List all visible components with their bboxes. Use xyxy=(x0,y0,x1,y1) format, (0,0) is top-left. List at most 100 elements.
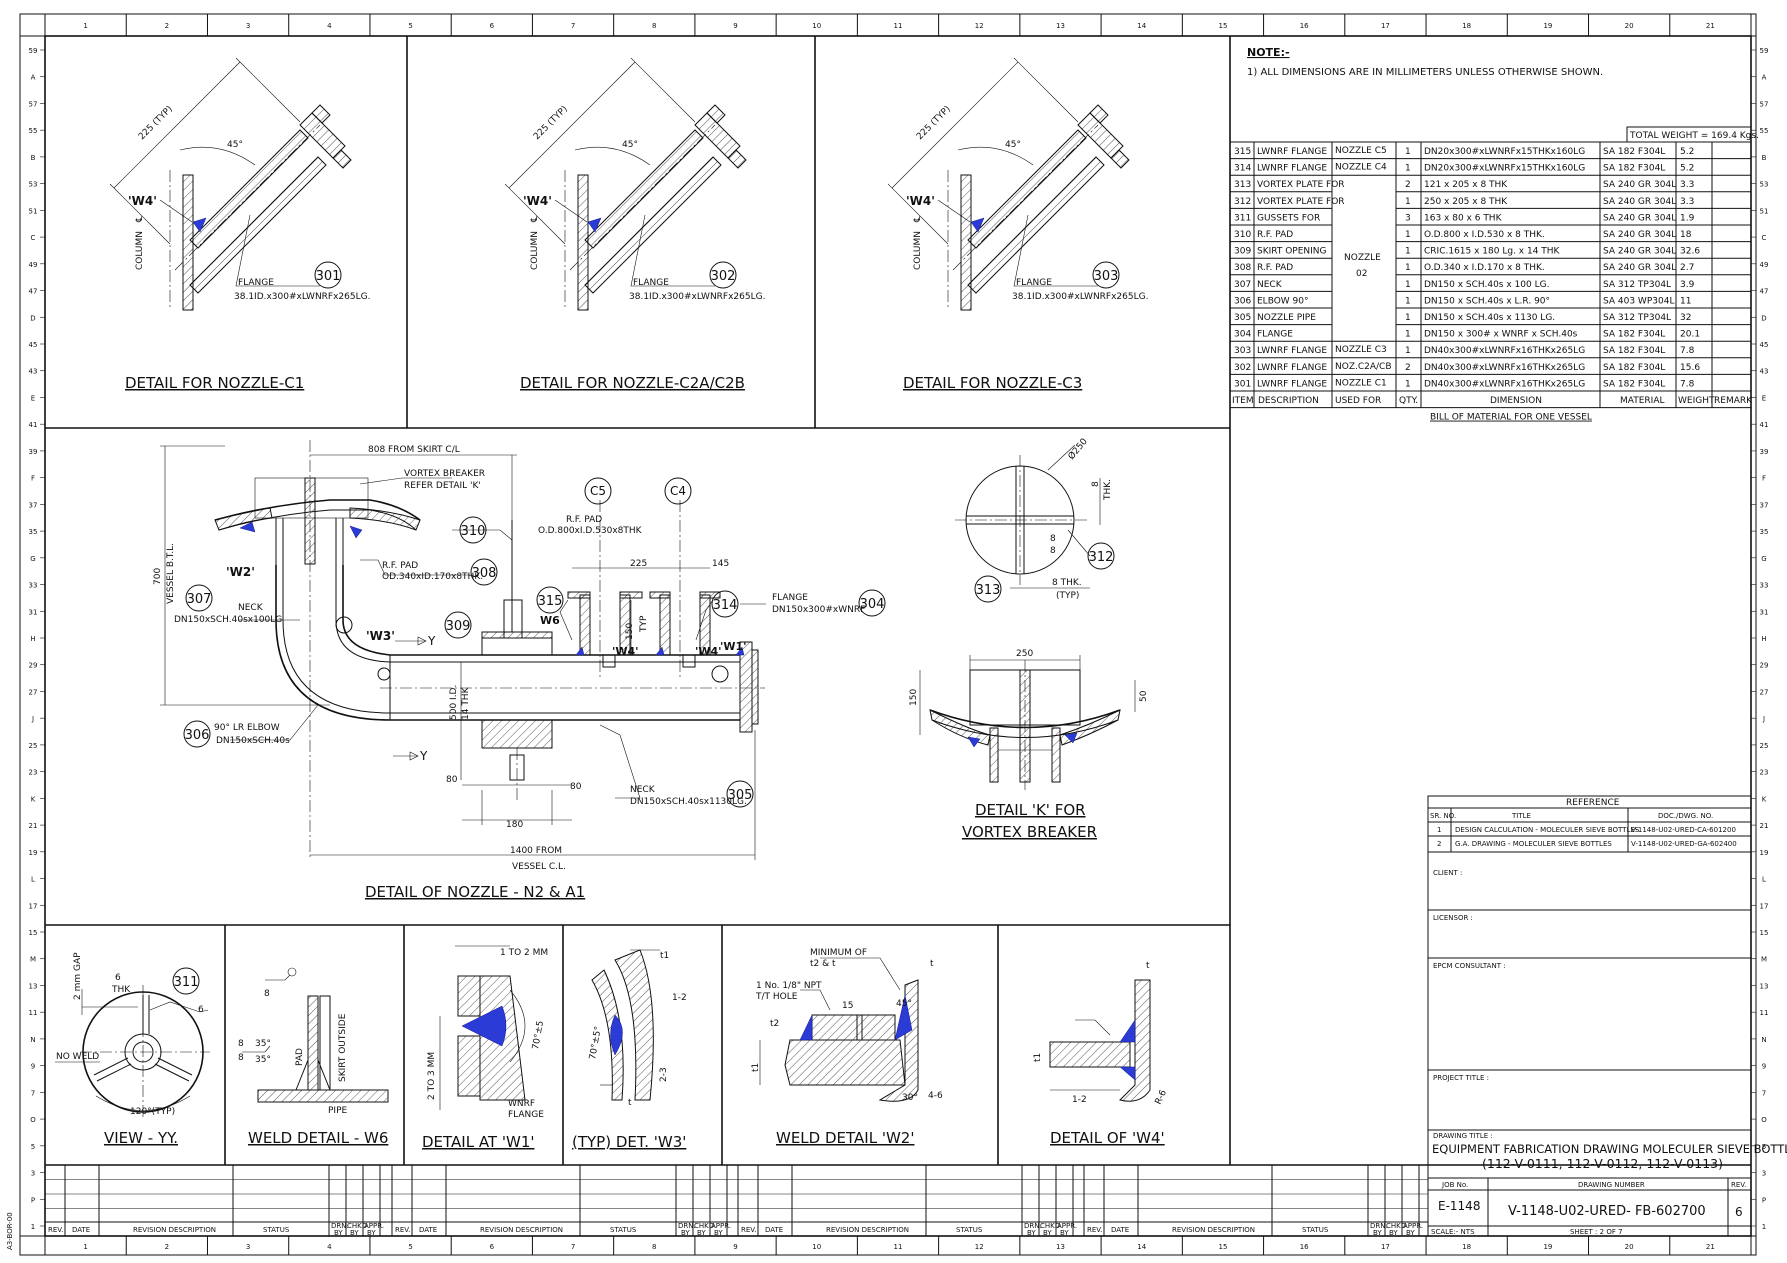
w1-title: DETAIL AT 'W1' xyxy=(422,1133,535,1151)
nozzle-weld-label: 'W4' xyxy=(906,194,935,208)
bom-qty: 1 xyxy=(1405,379,1411,389)
grid-row-left-label: 53 xyxy=(29,181,38,189)
bom-weight: 15.6 xyxy=(1680,363,1700,373)
rev-col-rev: REV. xyxy=(395,1226,410,1234)
nozzle-flange-label: FLANGE xyxy=(1016,278,1052,288)
bom-dimension: DN150 x SCH.40s x 100 LG. xyxy=(1424,280,1549,290)
rev-col-by: BY xyxy=(350,1229,359,1237)
grid-col-bottom-label: 15 xyxy=(1218,1243,1227,1251)
view-yy: 2 mm GAP 6 THK 6 NO WELD 120°(TYP) 311 V… xyxy=(55,952,210,1147)
yy-callout: 311 xyxy=(172,967,200,995)
nozzle-dim-225: 225 (TYP) xyxy=(532,104,570,142)
w6-eight-3: 8 xyxy=(238,1053,244,1063)
dim-700: 700 xyxy=(153,568,163,585)
bom-dimension: 250 x 205 x 8 THK xyxy=(1424,197,1508,207)
vortex-breaker-label: VORTEX BREAKER xyxy=(404,469,485,479)
dim-14-thk: 14 THK xyxy=(461,686,471,720)
grid-row-left-label: K xyxy=(31,795,36,803)
nozzle-column-label: COLUMN xyxy=(913,231,923,270)
bom-item: 309 xyxy=(1234,247,1251,257)
w4-rr: R-6 xyxy=(1154,1088,1169,1106)
item-callout-311: 311 xyxy=(174,975,199,990)
yy-gap: 2 mm GAP xyxy=(73,952,83,1000)
item-callout-306: 306 xyxy=(185,728,210,743)
rf-pad-spec-310: O.D.800xI.D.530x8THK xyxy=(538,526,643,536)
rev-col-signoff: CHKD. xyxy=(1040,1222,1062,1230)
typ-detail-w3: t1 70°±5° 1-2 2-3 t (TYP) DET. 'W3' xyxy=(572,949,687,1151)
grid-row-right-label: O xyxy=(1761,1116,1767,1124)
bom-item: 303 xyxy=(1234,346,1251,356)
grid-col-bottom-label: 5 xyxy=(408,1243,412,1251)
rev-col-rev: REV. xyxy=(741,1226,756,1234)
w1-gap: 1 TO 2 MM xyxy=(500,948,548,958)
grid-row-right-label: 19 xyxy=(1760,849,1769,857)
bom-material: SA 240 GR 304L xyxy=(1603,263,1676,273)
w6-angle-2: 35° xyxy=(255,1055,271,1065)
w2-t2t: t2 & t xyxy=(810,959,836,969)
w2-title: WELD DETAIL 'W2' xyxy=(776,1129,914,1147)
grid-col-bottom-label: 17 xyxy=(1381,1243,1390,1251)
bom-material: SA 403 WP304L xyxy=(1603,296,1674,306)
grid-row-right-label: 11 xyxy=(1760,1009,1769,1017)
grid-row-right-label: N xyxy=(1761,1036,1766,1044)
grid-col-top-label: 10 xyxy=(812,22,821,30)
weld-w3-label: 'W3' xyxy=(366,629,395,643)
rev-col-by: BY xyxy=(697,1229,706,1237)
w2-min: MINIMUM OF xyxy=(810,948,867,958)
grid-row-right-label: 7 xyxy=(1762,1089,1766,1097)
grid-row-left-label: 43 xyxy=(29,368,38,376)
rev-col-signoff: CHKD. xyxy=(1386,1222,1408,1230)
item-callout-313: 313 xyxy=(976,583,1001,598)
bom-header-cell: ITEM xyxy=(1232,396,1254,406)
bom-material: SA 182 F304L xyxy=(1603,147,1665,157)
bom-weight: 5.2 xyxy=(1680,147,1694,157)
vessel-cl-label: VESSEL C.L. xyxy=(512,862,566,872)
tb-drawing-title-1: EQUIPMENT FABRICATION DRAWING MOLECULER … xyxy=(1432,1142,1787,1156)
bom-desc: NECK xyxy=(1257,280,1283,290)
ref-row1-sr: 1 xyxy=(1437,826,1441,834)
grid-col-top-label: 9 xyxy=(733,22,737,30)
detail-at-w1: 1 TO 2 MM 2 TO 3 MM 70°±5 WNRF FLANGE DE… xyxy=(422,945,548,1151)
bom-desc: LWNRF FLANGE xyxy=(1257,379,1327,389)
rf-pad-label-308: R.F. PAD xyxy=(382,561,418,571)
item-callout-312: 312 xyxy=(1089,550,1114,565)
nozzle-tag-c4: C4 xyxy=(670,484,686,498)
grid-col-bottom-label: 20 xyxy=(1625,1243,1634,1251)
nozzle-item-callout-circle xyxy=(314,261,342,289)
item-callout-304: 304 xyxy=(860,597,885,612)
bom-qty: 2 xyxy=(1405,363,1411,373)
bom-desc: ELBOW 90° xyxy=(1257,296,1309,306)
bom-dimension: DN150 x 300# x WNRF x SCH.40s xyxy=(1424,330,1578,340)
nozzle-angle: 45° xyxy=(622,140,638,150)
neck-label-307: NECK xyxy=(238,603,264,613)
grid-row-right-label: 37 xyxy=(1760,501,1769,509)
bom-item: 304 xyxy=(1234,330,1251,340)
bom-qty: 1 xyxy=(1405,263,1411,273)
grid-row-left-label: A xyxy=(31,74,36,82)
rev-col-desc: REVISION DESCRIPTION xyxy=(1172,1226,1255,1234)
rev-col-status: STATUS xyxy=(610,1226,637,1234)
rev-col-by: BY xyxy=(1043,1229,1052,1237)
detail-k-dim-150: 150 xyxy=(909,689,919,706)
grid-col-top-label: 8 xyxy=(652,22,656,30)
grid-row-right-label: 25 xyxy=(1760,742,1769,750)
tb-dwg-label: DRAWING NUMBER xyxy=(1578,1181,1645,1189)
nozzle-tag-c5: C5 xyxy=(590,484,606,498)
bom-weight: 11 xyxy=(1680,296,1691,306)
dim-145: 145 xyxy=(712,559,729,569)
w3-title: (TYP) DET. 'W3' xyxy=(572,1133,686,1151)
vortex-dia: Ø250 xyxy=(1066,436,1090,462)
nozzle-flange-spec: 38.1ID.x300#xLWNRFx265LG. xyxy=(234,292,370,302)
grid-row-right-label: 1 xyxy=(1762,1223,1766,1231)
bom-header-cell: QTY. xyxy=(1399,396,1418,406)
nozzle-detail-title: DETAIL FOR NOZZLE-C3 xyxy=(903,374,1082,392)
weld-w6-label: W6 xyxy=(540,614,560,627)
nozzle-cl-symbol: ℄ xyxy=(530,216,540,223)
bom-item: 301 xyxy=(1234,379,1251,389)
grid-row-left-label: 9 xyxy=(31,1063,35,1071)
main-detail-title: DETAIL OF NOZZLE - N2 & A1 xyxy=(365,883,585,901)
w2-t1: t1 xyxy=(751,1063,761,1072)
